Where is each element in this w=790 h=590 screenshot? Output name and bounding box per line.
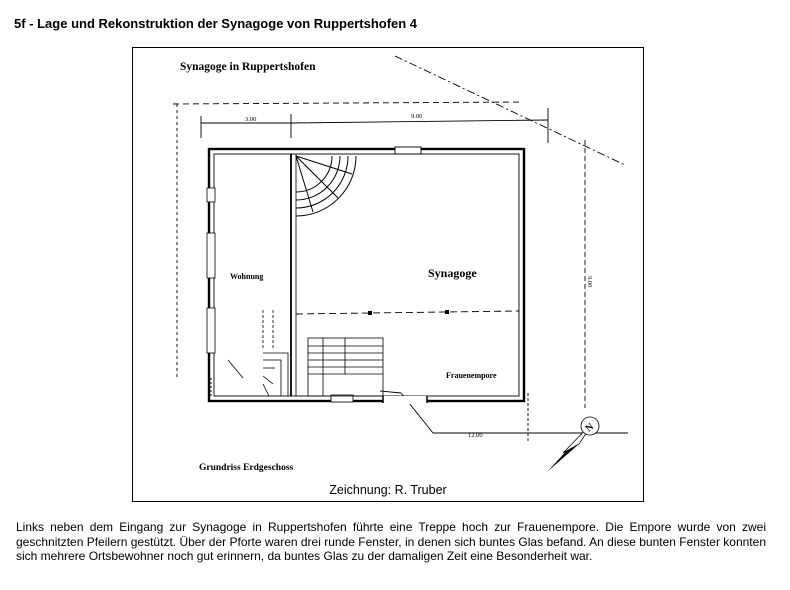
north-arrow-icon: N [547,416,600,472]
dimension-label-9m-top: 9.00 [411,113,422,120]
floor-plan-figure: Synagoge in Ruppertshofen 3.00 9.00 9.00… [132,47,644,502]
side-windows [206,187,216,354]
dimension-label-9m-side: 9.00 [586,276,593,287]
room-label-apartment: Wohnung [230,272,263,281]
room-label-womens-gallery: Frauenempore [446,371,497,380]
spiral-staircase [295,155,357,217]
top-window [394,146,422,155]
gallery-edge [295,310,520,315]
entrance-doorway [330,394,428,404]
gallery-pillar [368,311,372,315]
plan-label: Grundriss Erdgeschoss [199,463,294,473]
drawing-heading: Synagoge in Ruppertshofen [180,61,316,73]
dimension-label-12m: 12.00 [468,432,483,439]
dimension-lines [172,55,628,443]
page-title: 5f - Lage und Rekonstruktion der Synagog… [14,16,418,31]
caption-text: Links neben dem Eingang zur Synagoge in … [16,520,766,564]
gallery-staircase [307,337,384,397]
floor-plan-drawing: Synagoge in Ruppertshofen 3.00 9.00 9.00… [172,55,628,473]
gallery-pillar [445,310,449,314]
room-label-synagogue: Synagoge [428,266,477,280]
dimension-label-3m: 3.00 [245,116,256,123]
drawing-credit: Zeichnung: R. Truber [329,483,447,497]
apartment-staircase [227,310,289,397]
